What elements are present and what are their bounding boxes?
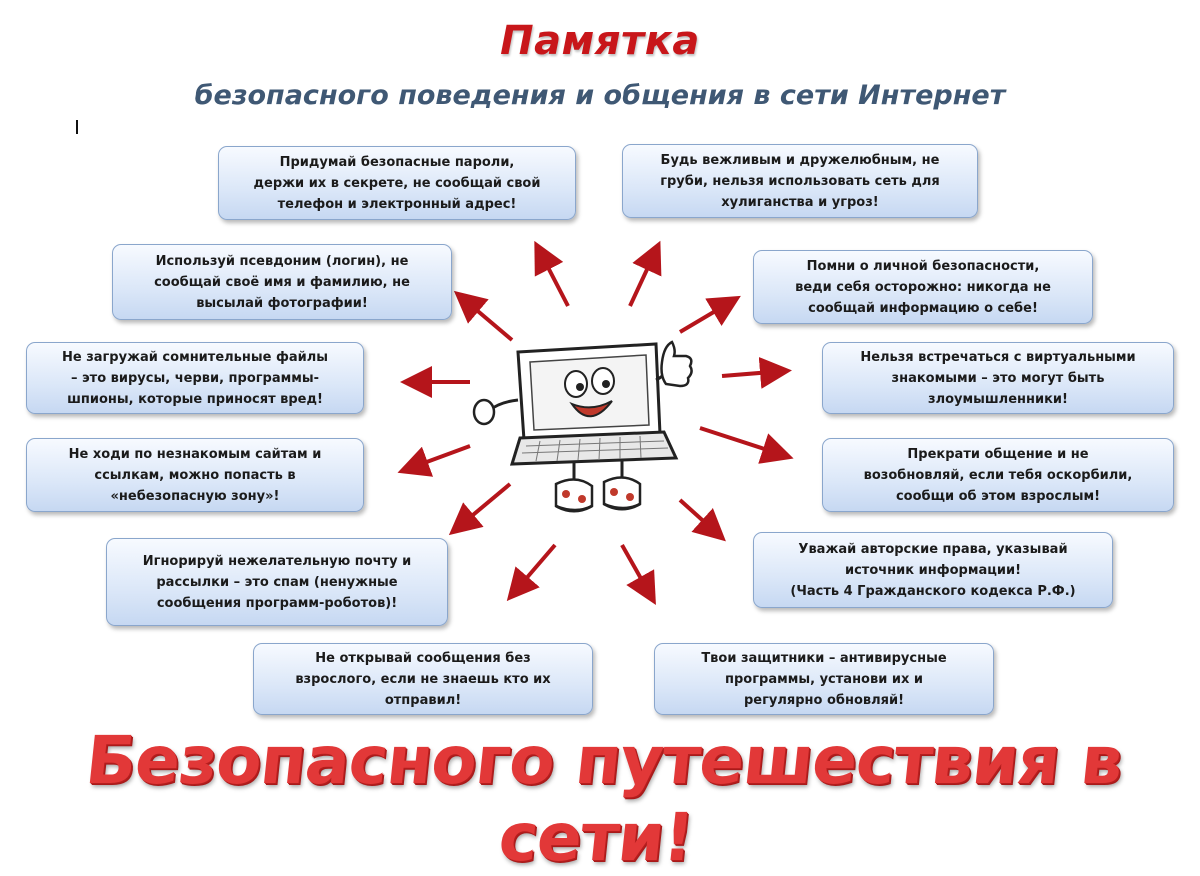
tip-nickname: Используй псевдоним (логин), не сообщай … (112, 244, 452, 320)
tip-personal-safety: Помни о личной безопасности, веди себя о… (753, 250, 1093, 324)
page-title: Памятка (500, 18, 700, 64)
tip-antivirus: Твои защитники – антивирусные программы,… (654, 643, 994, 715)
tip-sites: Не ходи по незнакомым сайтам и ссылкам, … (26, 438, 364, 512)
arrow-right-lower (699, 426, 794, 464)
tip-passwords: Придумай безопасные пароли, держи их в с… (218, 146, 576, 220)
tip-spam: Игнорируй нежелательную почту и рассылки… (106, 538, 448, 626)
arrow-left-upper (453, 290, 514, 342)
tip-copyright: Уважай авторские права, указывай источни… (753, 532, 1113, 608)
tip-files: Не загружай сомнительные файлы – это вир… (26, 342, 364, 414)
arrow-up-right (628, 240, 662, 307)
arrow-left-lower (397, 444, 471, 477)
laptop-mascot-icon (472, 340, 693, 513)
tip-polite: Будь вежливым и дружелюбным, не груби, н… (622, 144, 978, 218)
page-subtitle: безопасного поведения и общения в сети И… (194, 80, 1006, 111)
arrow-up-left (534, 240, 570, 307)
center-illustration (397, 240, 794, 605)
arrow-right (721, 356, 792, 389)
bottom-slogan: Безопасного путешествия в сети! (82, 722, 1126, 876)
arrow-down-right-outer (678, 498, 726, 542)
arrow-down-left (506, 543, 557, 602)
tip-meetings: Нельзя встречаться с виртуальными знаком… (822, 342, 1174, 414)
tip-insults: Прекрати общение и не возобновляй, если … (822, 438, 1174, 512)
tip-messages: Не открывай сообщения без взрослого, есл… (253, 643, 593, 715)
text-cursor (76, 120, 78, 134)
arrows (397, 240, 794, 605)
arrow-right-upper (678, 295, 741, 334)
arrow-down-right (620, 544, 656, 605)
arrow-down-left-outer (448, 482, 512, 536)
